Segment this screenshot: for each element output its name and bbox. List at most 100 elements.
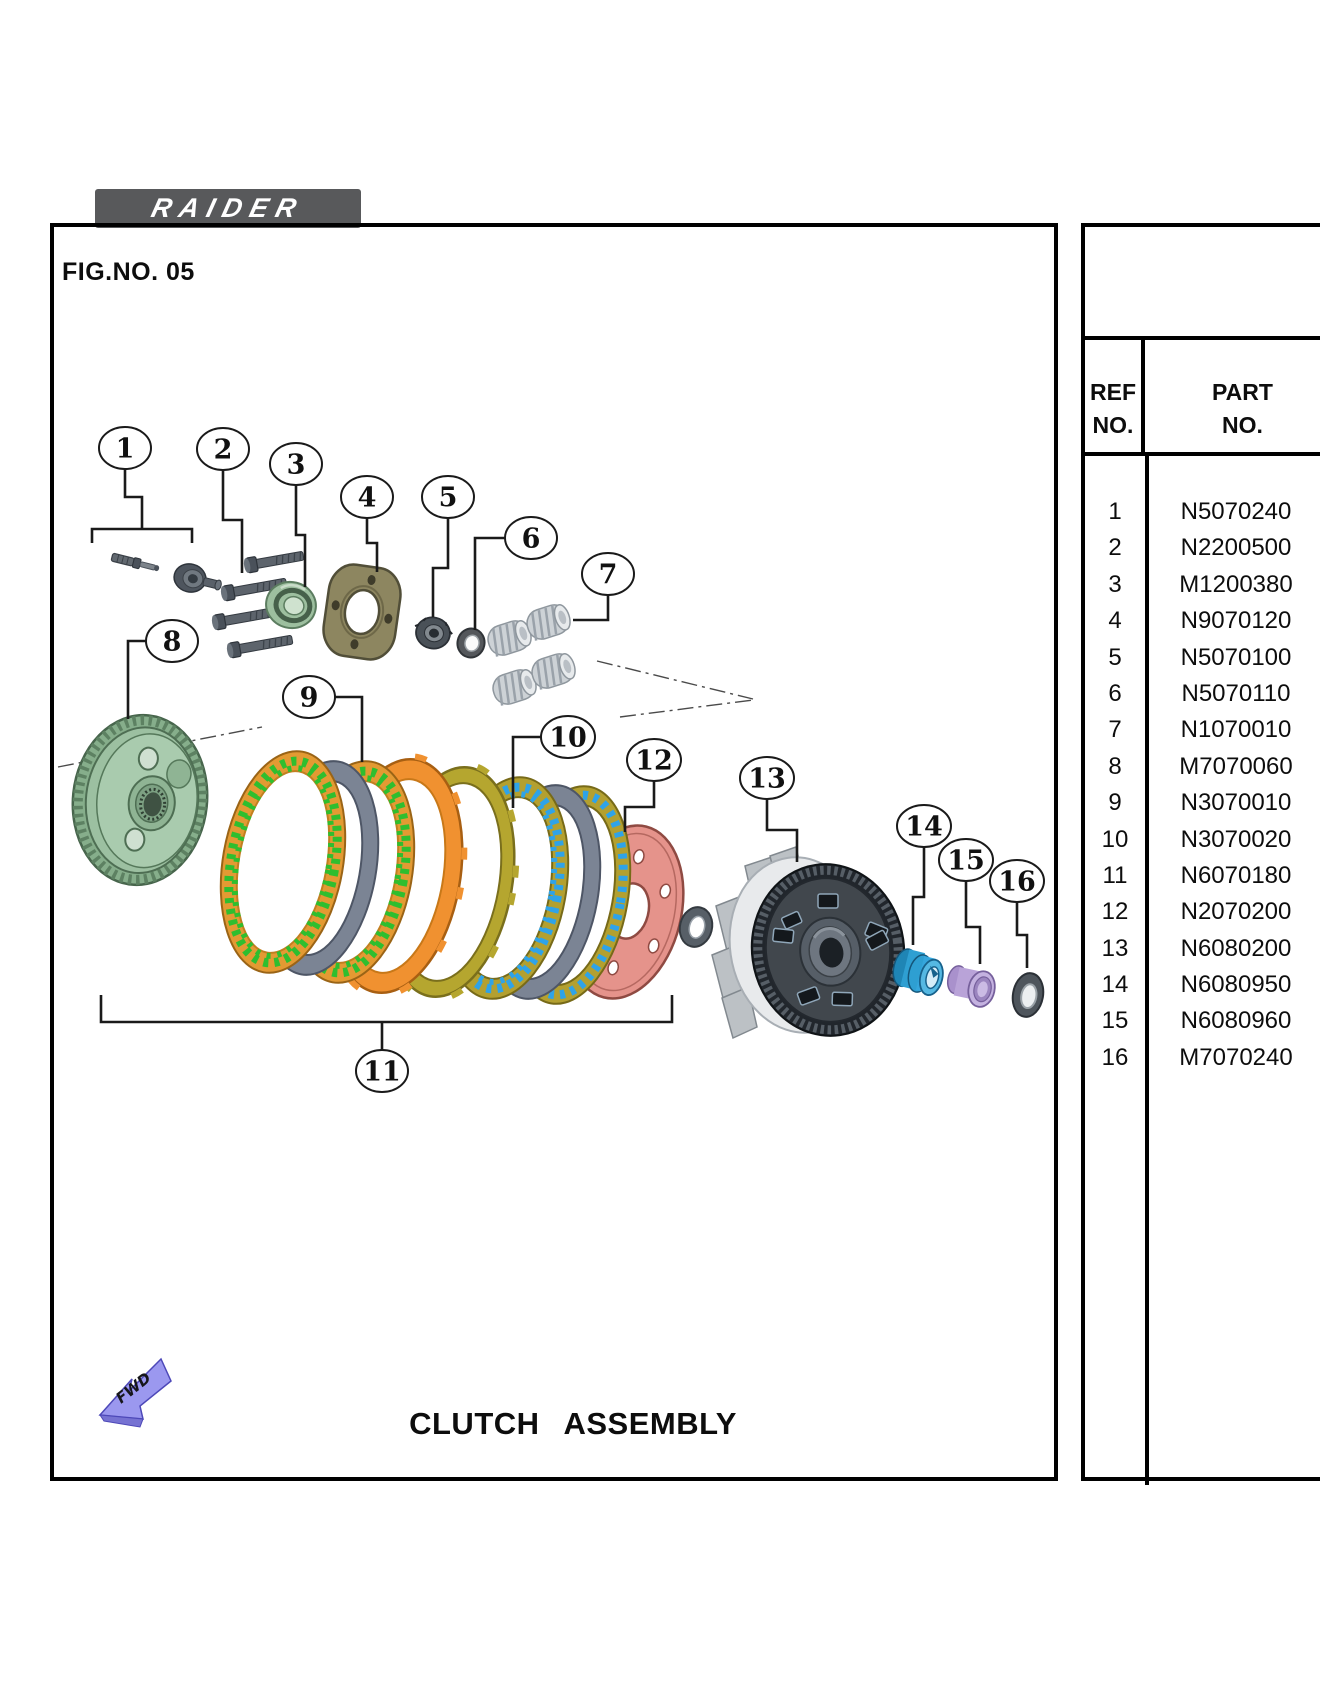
svg-text:7: 7 [599,560,618,591]
leader-1-bracket [90,527,194,543]
svg-text:8: 8 [163,627,182,658]
ref-no: 2 [1108,534,1122,562]
part-16-washer [1011,972,1045,1018]
table-header: REF NO. PART NO. [1085,340,1320,456]
leader-12 [623,781,656,832]
svg-text:4: 4 [358,483,377,514]
page-title: CLUTCH ASSEMBLY [409,1406,737,1441]
table-row: 3 M1200380 [1085,567,1320,603]
table-row: 2 N2200500 [1085,530,1320,566]
svg-text:3: 3 [287,450,306,481]
svg-text:10: 10 [549,723,587,754]
callout-10: 10 [540,715,596,759]
table-row: 4 N9070120 [1085,603,1320,639]
ref-no: 4 [1108,607,1122,635]
leader-7 [573,595,610,622]
svg-text:13: 13 [748,764,786,795]
svg-text:9: 9 [300,683,319,714]
svg-text:12: 12 [635,746,673,777]
leader-16 [1015,902,1029,968]
table-row: 15 N6080960 [1085,1003,1320,1039]
callout-4: 4 [340,475,394,519]
ref-no: 12 [1101,898,1129,926]
figure-number: FIG.NO. 05 [62,258,195,286]
ref-no: 11 [1102,861,1128,889]
callout-9: 9 [282,675,336,719]
leader-15 [964,881,982,964]
ref-no: 15 [1101,1007,1129,1035]
part-no: N2070200 [1180,898,1292,926]
part-no: N6080960 [1180,1007,1292,1035]
leader-9 [335,695,364,762]
callout-5: 5 [421,475,475,519]
part-8-clutch-hub [71,713,209,887]
diagram-frame [50,223,1058,1481]
callout-3: 3 [269,442,323,486]
part-no: N1070010 [1180,716,1292,744]
fwd-arrow: FWD [98,1357,172,1428]
part-15-spacer [946,965,996,1008]
ref-no: 16 [1101,1043,1129,1071]
part-2-bolts [211,551,305,659]
callout-6: 6 [504,516,558,560]
callout-1: 1 [98,426,152,470]
svg-text:2: 2 [214,435,233,466]
callout-7: 7 [581,552,635,596]
svg-text:5: 5 [439,483,458,514]
svg-text:11: 11 [363,1057,401,1088]
table-top-box [1085,227,1320,340]
svg-text:15: 15 [947,846,985,877]
callout-15: 15 [938,838,994,882]
ref-header-line2: NO. [1092,412,1134,438]
part-13-clutch-basket [711,846,906,1040]
leader-1 [123,469,144,528]
ref-no: 10 [1101,825,1129,853]
column-divider [1145,456,1149,1485]
callout-13: 13 [739,756,795,800]
part-no: M1200380 [1179,570,1293,598]
part-1-pushrod-pin [110,552,160,572]
callout-14: 14 [896,804,952,848]
leader-14 [911,847,926,945]
leader-6 [473,536,505,630]
part-5-lock-nut [414,616,453,650]
part-header-line2: NO. [1222,412,1263,438]
leader-8 [126,639,146,719]
ref-no: 3 [1108,570,1122,598]
part-no: N9070120 [1180,607,1292,635]
brand-logo: RAIDER [95,189,361,228]
callout-8: 8 [145,619,199,663]
part-3-bearing [265,580,317,630]
svg-text:1: 1 [116,434,135,465]
axis-line [596,660,754,700]
part-no: N6080200 [1180,934,1292,962]
ref-no: 13 [1101,934,1129,962]
svg-text:16: 16 [998,867,1036,898]
part-1-lifter-piece [173,563,222,593]
part-6-lock-washer [456,627,486,659]
leader-10 [511,735,542,808]
callout-12: 12 [626,738,682,782]
svg-text:14: 14 [905,812,943,843]
part-14-bushing [892,948,944,996]
part-no: N2200500 [1180,534,1292,562]
ref-no: 5 [1108,643,1122,671]
ref-no: 6 [1108,679,1122,707]
leader-3 [294,485,307,587]
ref-no-header: REF NO. [1085,340,1145,452]
leader-2 [221,470,244,573]
ref-header-line1: REF [1090,379,1136,405]
table-row: 13 N6080200 [1085,931,1320,967]
part-4-retainer-plate [322,563,402,661]
part-header-line1: PART [1212,379,1273,405]
svg-text:6: 6 [522,524,541,555]
